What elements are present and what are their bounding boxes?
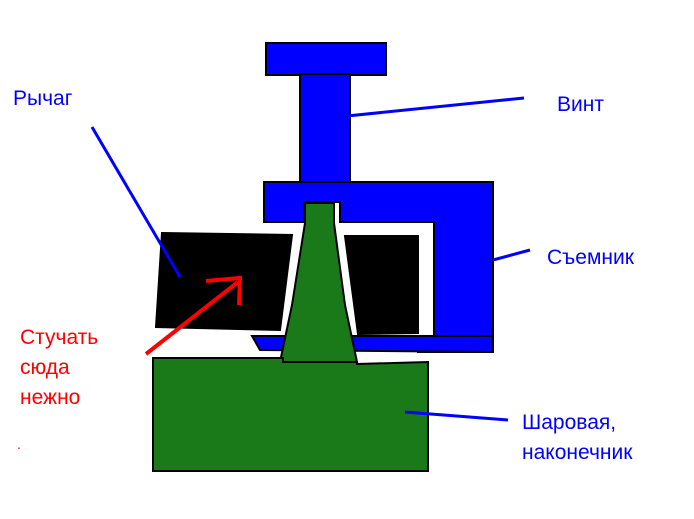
hit-arrow xyxy=(144,275,243,356)
lever-left-block xyxy=(154,231,294,332)
hit-here-label: Стучать сюда нежно xyxy=(20,326,99,409)
ball-joint-stud xyxy=(278,202,359,363)
ball-joint-body xyxy=(152,357,429,472)
stray-dot: . xyxy=(17,436,21,452)
screw-head xyxy=(265,42,387,76)
ball-joint-leader-line xyxy=(404,410,509,422)
puller-leader-line xyxy=(492,248,531,262)
screw-shaft xyxy=(299,73,351,185)
screw-label: Винт xyxy=(557,93,604,116)
lever-label: Рычаг xyxy=(13,87,73,110)
lever-right-block xyxy=(343,235,419,336)
screw-leader-line xyxy=(346,96,525,118)
lever-leader-line xyxy=(90,126,182,278)
puller-label: Съемник xyxy=(547,246,634,269)
ball-joint-label: Шаровая, наконечник xyxy=(522,411,633,464)
